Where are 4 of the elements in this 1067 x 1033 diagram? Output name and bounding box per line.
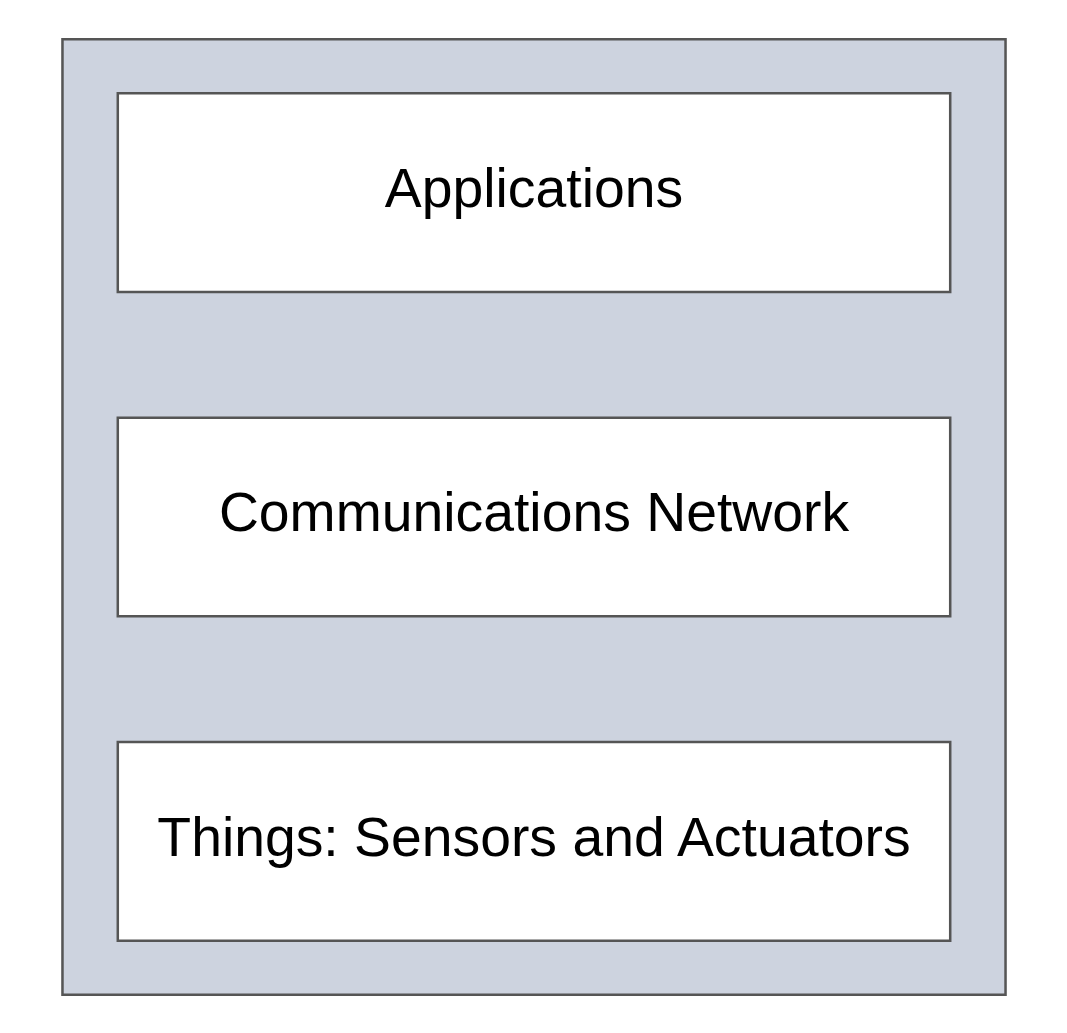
- node-box: Communications Network: [116, 415, 951, 618]
- cluster: [60, 37, 1007, 996]
- node-box: Things: Sensors and Actuators: [116, 740, 951, 942]
- node-box: Applications: [116, 91, 951, 293]
